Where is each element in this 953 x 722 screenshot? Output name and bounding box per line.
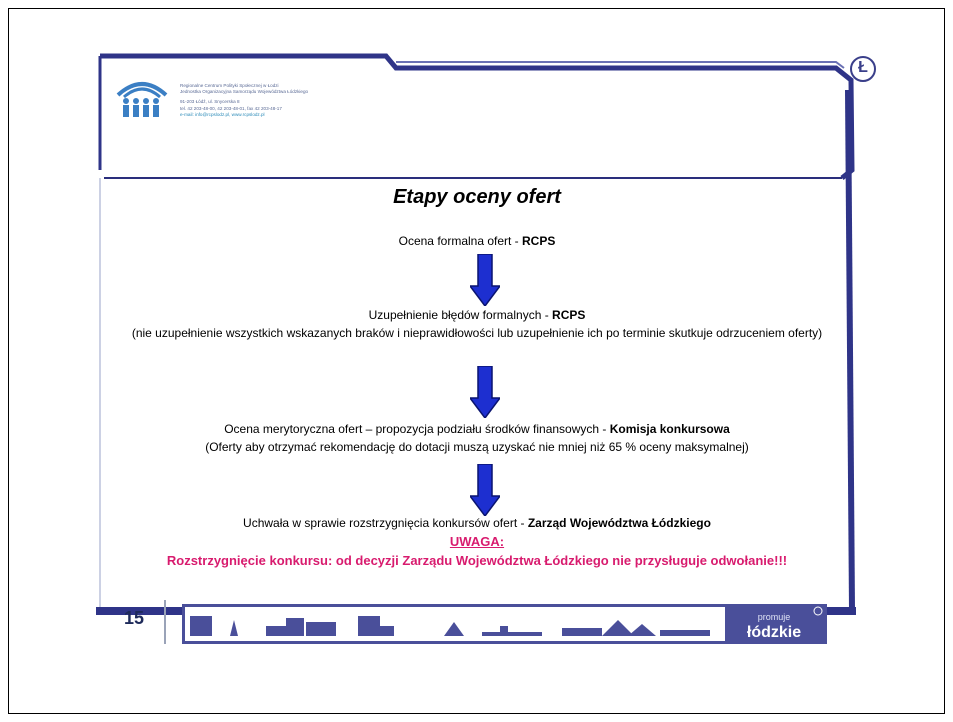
warning-heading: UWAGA: — [449, 534, 505, 549]
step-2-text: Uzupełnienie błędów formalnych - — [368, 308, 553, 322]
step-4: Uchwała w sprawie rozstrzygnięcia konkur… — [116, 514, 838, 532]
org-name: Regionalne Centrum Polityki Społecznej w… — [180, 83, 279, 88]
promo-small-text: promuje — [758, 612, 791, 622]
step-1-actor: RCPS — [522, 234, 556, 248]
step-4-actor: Zarząd Województwa Łódzkiego — [527, 516, 711, 530]
org-street: 91-203 Łódź, ul. Snycerska 8 — [180, 99, 240, 105]
promo-strip: promuje łódzkie — [182, 604, 827, 644]
page-number: 15 — [123, 608, 145, 628]
step-2-note: (nie uzupełnienie wszystkich wskazanych … — [131, 326, 823, 340]
step-2-actor: RCPS — [552, 308, 586, 322]
organization-address: Regionalne Centrum Polityki Społecznej w… — [180, 83, 420, 118]
step-3-actor: Komisja konkursowa — [609, 422, 730, 436]
down-arrow-icon — [470, 254, 500, 306]
org-email: e-mail: info@rcpslodz.pl, www.rcpslodz.p… — [180, 111, 265, 117]
promo-big-text: łódzkie — [747, 624, 801, 641]
step-4-text: Uchwała w sprawie rozstrzygnięcia konkur… — [243, 516, 528, 530]
step-3: Ocena merytoryczna ofert – propozycja po… — [116, 420, 838, 456]
warning-text: Rozstrzygnięcie konkursu: od decyzji Zar… — [166, 553, 788, 568]
header-divider — [104, 177, 842, 179]
step-1: Ocena formalna ofert - RCPS — [116, 232, 838, 250]
page-frame — [8, 8, 945, 714]
badge-letter: Ł — [858, 59, 868, 76]
step-3-text: Ocena merytoryczna ofert – propozycja po… — [224, 422, 610, 436]
rcps-logo — [116, 82, 168, 117]
org-phone: tel. 42 203-48-00, 42 203-48-01, fax 42 … — [180, 105, 282, 111]
step-2: Uzupełnienie błędów formalnych - RCPS (n… — [116, 306, 838, 342]
step-3-note: (Oferty aby otrzymać rekomendację do dot… — [205, 440, 749, 454]
step-1-text: Ocena formalna ofert - — [398, 234, 523, 248]
down-arrow-icon — [470, 366, 500, 418]
slide-title: Etapy oceny ofert — [393, 186, 561, 208]
slide: Regionalne Centrum Polityki Społecznej w… — [96, 50, 876, 644]
down-arrow-icon — [470, 464, 500, 516]
org-subtitle: Jednostka Organizacyjna Samorządu Wojewó… — [180, 89, 309, 95]
lodzkie-badge-icon: Ł — [850, 56, 876, 82]
footer-divider — [164, 600, 166, 644]
